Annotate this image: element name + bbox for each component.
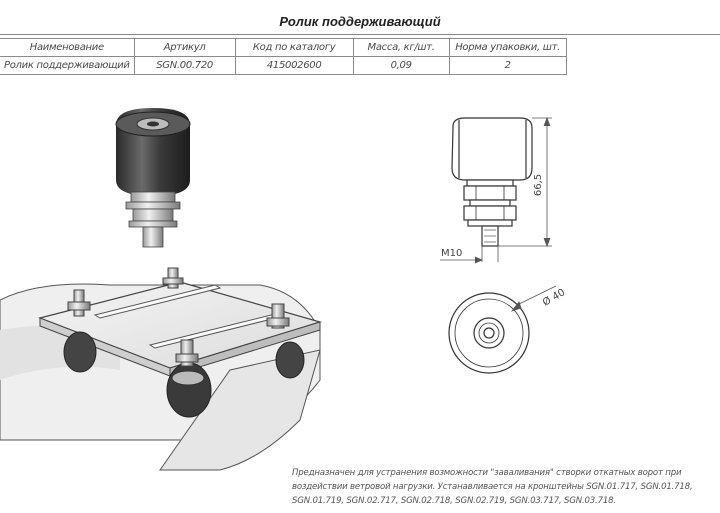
assembly-3d-render — [0, 267, 323, 471]
roller-side-view — [451, 117, 533, 247]
document-title: Ролик поддерживающий — [279, 14, 441, 29]
spec-table: Наименование Артикул Код по каталогу Мас… — [0, 38, 567, 75]
title-divider — [0, 34, 720, 35]
diameter-dimension — [510, 285, 557, 312]
table-row: Ролик поддерживающий SGN.00.720 41500260… — [0, 56, 567, 75]
height-dimension-label: 66,5 — [533, 174, 544, 196]
roller-3d-render — [115, 108, 191, 248]
thread-dimension — [440, 246, 499, 264]
thread-dimension-label: M10 — [441, 248, 462, 259]
cell-name: Ролик поддерживающий — [0, 56, 135, 75]
product-description: Предназначен для устранения возможности … — [292, 468, 693, 506]
cell-pack-qty: 2 — [448, 56, 567, 75]
height-dimension — [498, 116, 552, 248]
diameter-dimension-label: Ø 40 — [541, 286, 568, 308]
roller-top-view — [448, 292, 530, 374]
